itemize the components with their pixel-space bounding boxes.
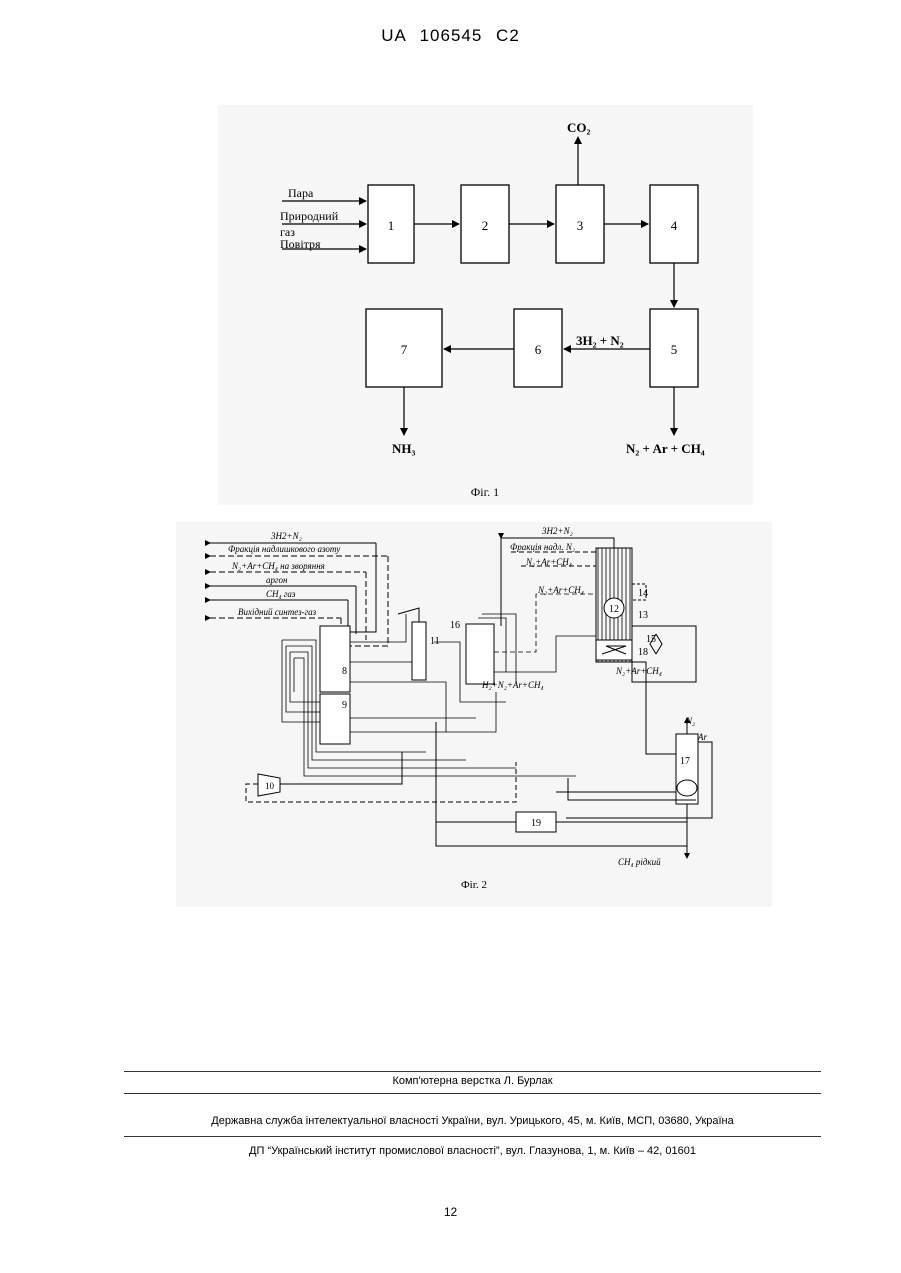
right-stream-4: N₂+Ar+CH₄ (537, 585, 584, 595)
right-stream-6: N₂+Ar+CH₄ (615, 666, 662, 676)
figure-2-caption: Фіг. 2 (461, 879, 487, 891)
unit-17-label: 17 (680, 756, 690, 767)
patent-number: UA 106545 C2 (0, 26, 901, 46)
left-stream-4: аргон (266, 575, 288, 585)
right-stream-3: N₂+Ar+CH₄ (525, 557, 572, 567)
unit-9-label: 9 (342, 700, 347, 711)
input-steam: Пара (288, 186, 314, 200)
right-stream-5: H₂+N₂+Ar+CH₄ (481, 680, 544, 690)
unit-16-label: 16 (450, 620, 460, 631)
unit-12-label: 12 (609, 604, 619, 615)
stream-ar: Ar (697, 732, 707, 742)
footer-institute: ДП “Український інститут промислової вла… (124, 1145, 821, 1157)
input-natural-gas-line1: Природний (280, 209, 339, 223)
footer-divider-2 (124, 1093, 821, 1094)
footer-divider-3 (124, 1136, 821, 1137)
block-4-label: 4 (671, 218, 678, 233)
page-number: 12 (0, 1205, 901, 1219)
block-5-label: 5 (671, 342, 678, 357)
unit-19-label: 19 (531, 818, 541, 829)
figure-1: 1 2 3 4 5 6 7 Пара Природний газ Повітря… (218, 105, 753, 505)
figure-1-caption: Фіг. 1 (471, 485, 499, 499)
unit-18-label: 18 (638, 647, 648, 658)
block-7-label: 7 (401, 342, 408, 357)
right-stream-2: Фракція надл. N₂ (510, 542, 575, 552)
block-6-label: 6 (535, 342, 542, 357)
left-stream-5: CH₄ газ (266, 589, 296, 599)
stream-liquid-ch4: CH₄ рідкий (618, 857, 661, 867)
footer-divider-1 (124, 1071, 821, 1072)
unit-10-label: 10 (265, 781, 275, 791)
figure-2: 3H2+N₂ Фракція надлишкового азоту N₂+Ar+… (176, 522, 772, 907)
exchanger-16 (466, 624, 494, 684)
output-nh3: NH₃ (392, 441, 416, 456)
footer-agency: Державна служба інтелектуальної власност… (124, 1115, 821, 1127)
right-stream-1: 3H2+N₂ (541, 526, 573, 536)
figure-2-diagram: 3H2+N₂ Фракція надлишкового азоту N₂+Ar+… (176, 522, 772, 907)
unit-11-label: 11 (430, 636, 440, 647)
input-air: Повітря (280, 237, 321, 251)
stream-3h2-n2: 3H₂ + N₂ (576, 333, 624, 348)
output-n2-ar-ch4: N₂ + Ar + CH₄ (626, 441, 705, 456)
left-stream-2: Фракція надлишкового азоту (228, 544, 340, 554)
figure-1-diagram: 1 2 3 4 5 6 7 Пара Природний газ Повітря… (218, 105, 753, 505)
output-co2: CO₂ (567, 120, 591, 135)
left-stream-6: Вихідний синтез-газ (238, 607, 317, 617)
unit-8-label: 8 (342, 666, 347, 677)
left-stream-1: 3H2+N₂ (270, 531, 302, 541)
block-2-label: 2 (482, 218, 489, 233)
exchanger-8 (320, 626, 350, 692)
unit-13-label: 13 (638, 610, 648, 621)
left-stream-3: N₂+Ar+CH₄ на зворяння (231, 561, 325, 571)
block-1-label: 1 (388, 218, 395, 233)
block-3-label: 3 (577, 218, 584, 233)
separator-11 (412, 622, 426, 680)
footer-layout-credit: Комп'ютерна верстка Л. Бурлак (124, 1075, 821, 1087)
